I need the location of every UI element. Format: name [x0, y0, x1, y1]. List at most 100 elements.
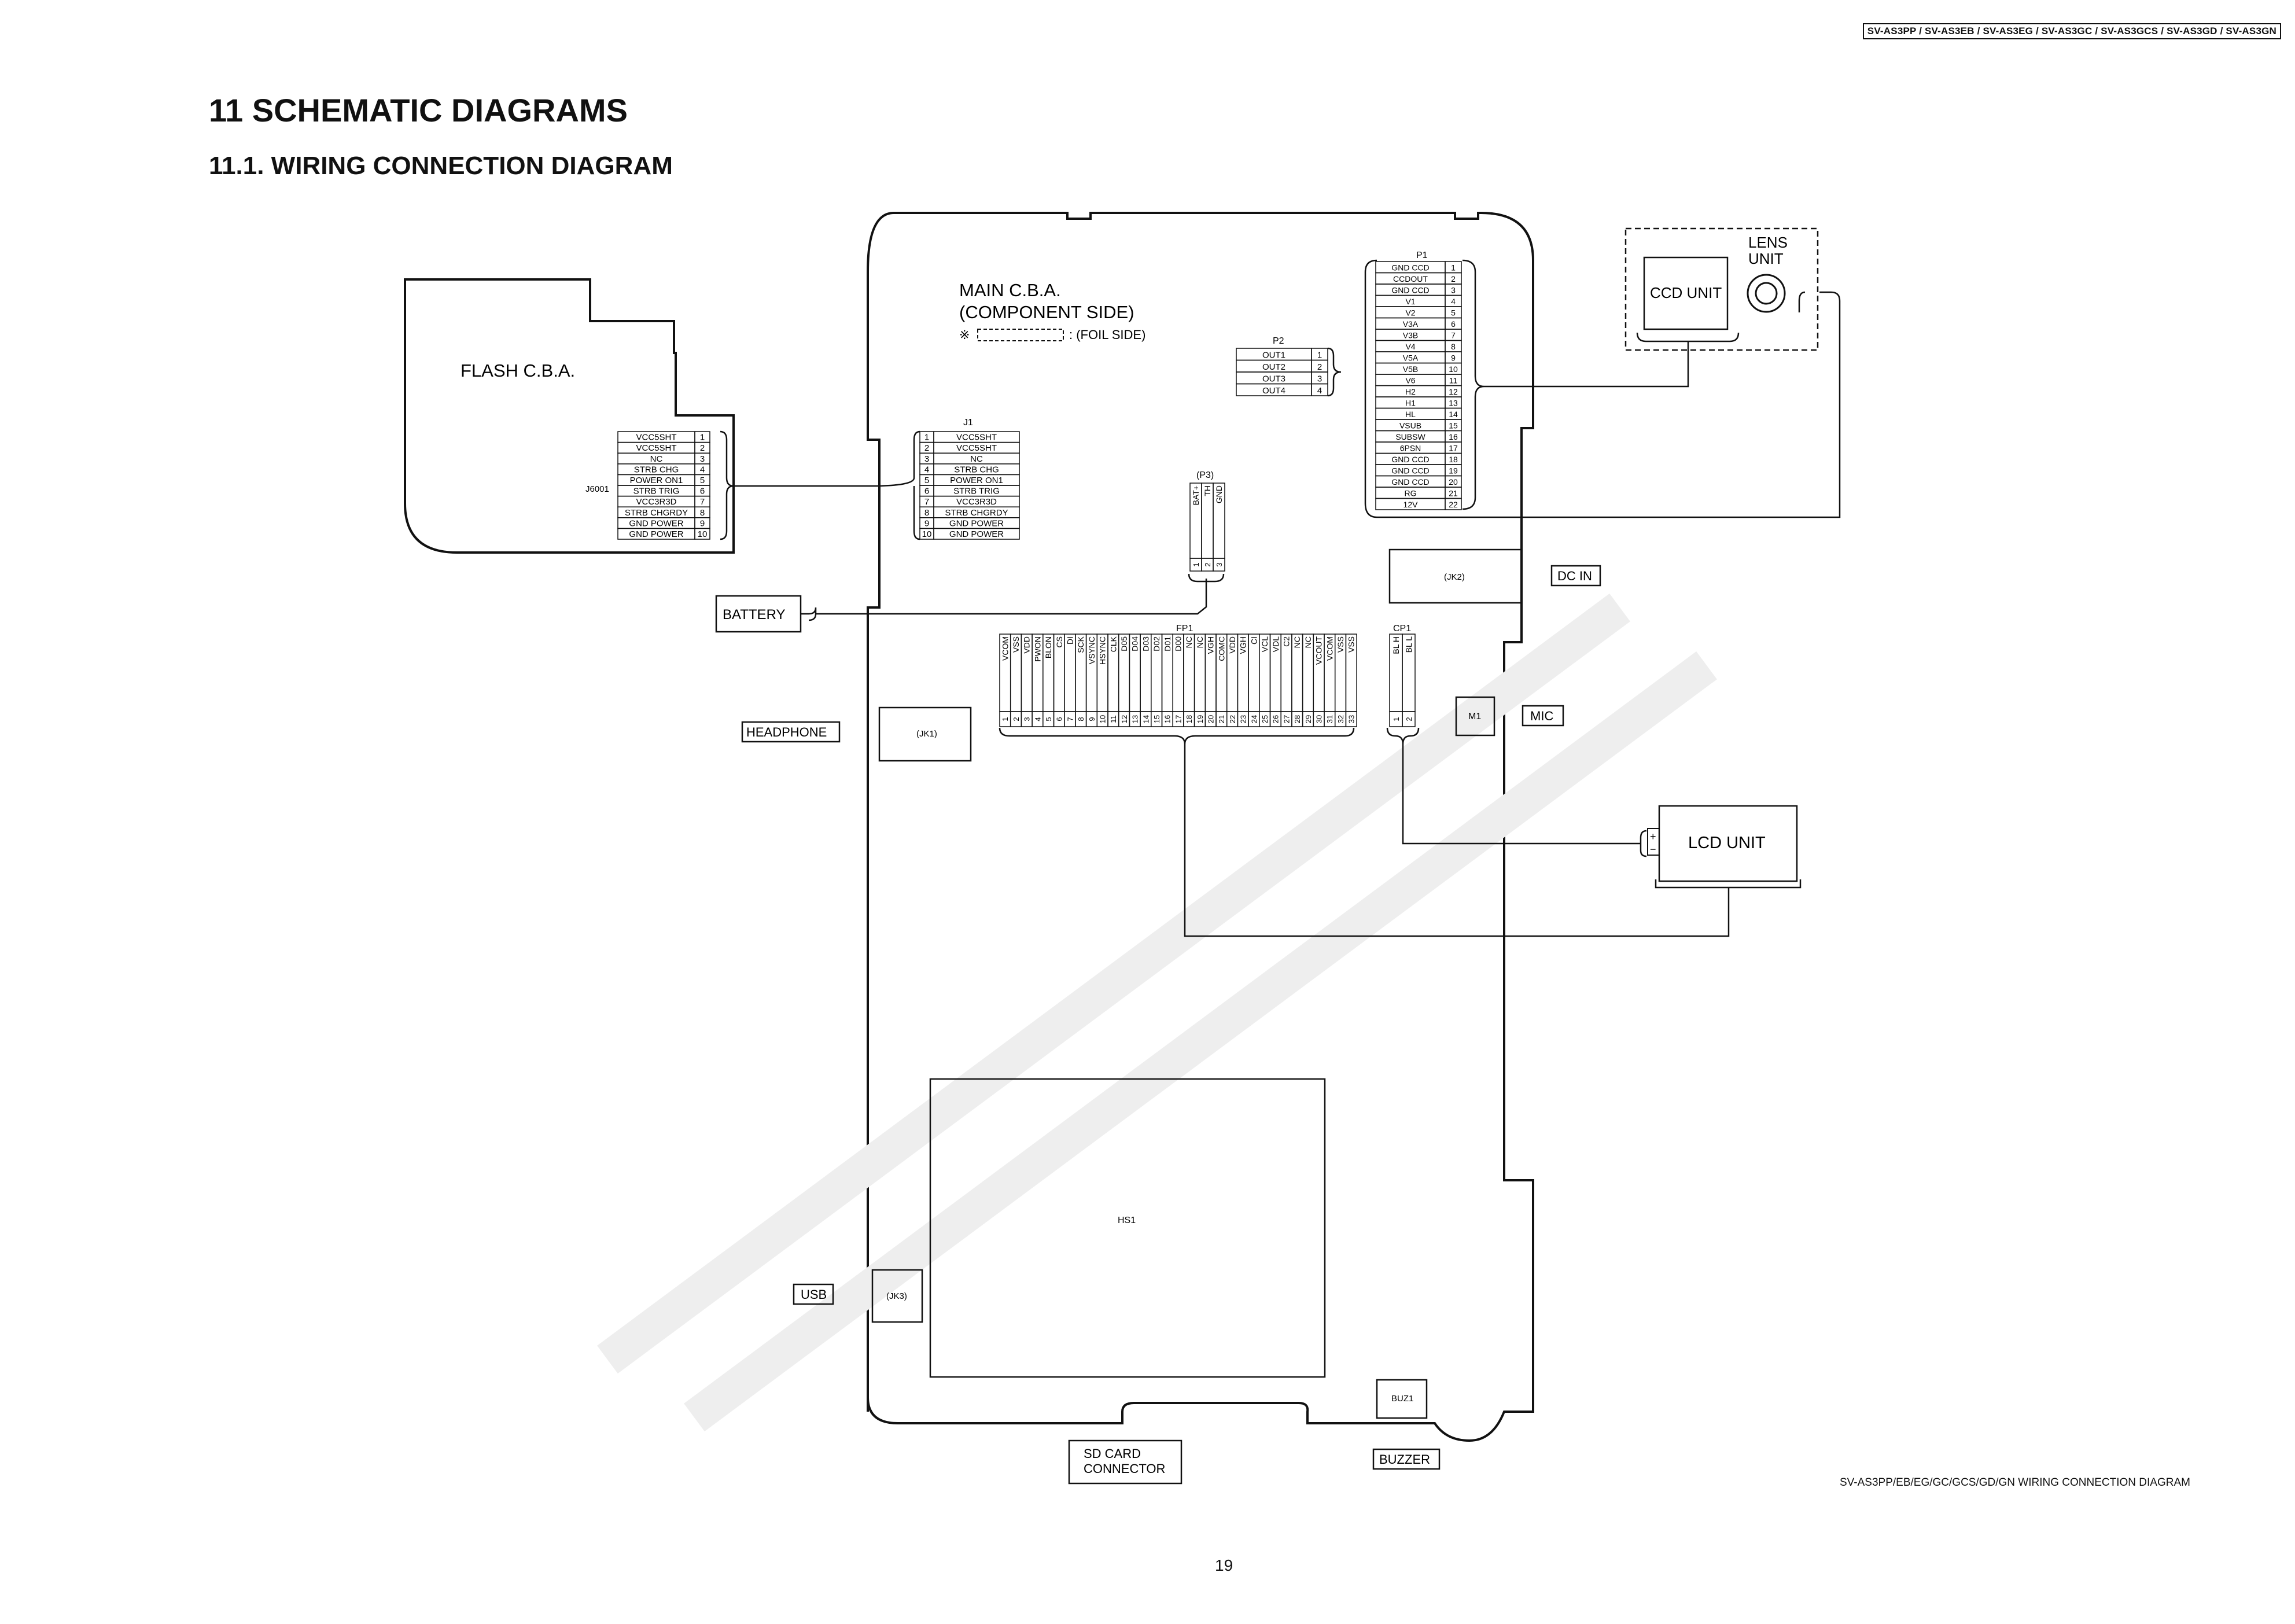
p1-pin-number: 14 — [1449, 410, 1458, 419]
j1-pin-name: POWER ON1 — [950, 476, 1003, 485]
p2-pin-name: OUT4 — [1262, 386, 1285, 396]
flash-pin-number: 3 — [700, 454, 705, 464]
flash-pin-number: 1 — [700, 433, 705, 443]
p3-pin-name: BAT+ — [1191, 485, 1200, 505]
p1-ref: P1 — [1416, 251, 1428, 260]
fp1-pin-number: 2 — [1012, 717, 1021, 721]
fp1-pin-name: COMC — [1217, 636, 1226, 661]
buz1-buzzer — [1376, 1379, 1428, 1419]
fp1-pin-name: VCL — [1260, 636, 1269, 652]
p1-pin-number: 10 — [1449, 364, 1458, 374]
p1-pin-number: 7 — [1451, 331, 1456, 340]
flash-pin-name: GND POWER — [629, 529, 683, 539]
fp1-pin-name: HSYNC — [1098, 636, 1107, 665]
fp1-pin-number: 13 — [1131, 715, 1140, 723]
p3-ref: (P3) — [1196, 470, 1214, 480]
usb-label: USB — [801, 1287, 827, 1302]
p1-pin-name: V1 — [1405, 297, 1415, 306]
cp1-pin-name: BL L — [1404, 636, 1413, 653]
jk1-label: (JK1) — [916, 729, 937, 739]
fp1-pin-name: NC — [1292, 636, 1302, 648]
fp1-pin-number: 20 — [1207, 715, 1215, 723]
p3-pin-name: TH — [1203, 485, 1212, 496]
fp1-pin-name: DI — [1065, 636, 1074, 645]
jk3-jack — [871, 1269, 923, 1323]
fp1-pin-number: 5 — [1044, 717, 1053, 721]
lens-unit-label-2: UNIT — [1748, 250, 1784, 267]
fp1-pin-number: 19 — [1196, 715, 1204, 723]
mic-label: MIC — [1530, 709, 1553, 723]
flash-pin-name: STRB CHG — [634, 465, 679, 474]
jk2-jack — [1388, 548, 1523, 604]
lcd-plus: + — [1650, 831, 1656, 842]
fp1-pin-number: 8 — [1077, 717, 1085, 721]
flash-pin-number: 10 — [698, 529, 708, 539]
wires — [720, 259, 1841, 937]
j1-pin-name: STRB TRIG — [953, 487, 1000, 496]
battery-label: BATTERY — [723, 607, 785, 623]
flash-pin-number: 6 — [700, 487, 705, 496]
fp1-pin-name: VSS — [1347, 636, 1356, 653]
p1-pin-number: 4 — [1451, 297, 1456, 306]
j1-pin-number: 4 — [924, 465, 929, 474]
j1-pin-number: 1 — [924, 433, 929, 443]
diagram-caption: SV-AS3PP/EB/EG/GC/GCS/GD/GN WIRING CONNE… — [1840, 1476, 2190, 1489]
fp1-pin-name: D04 — [1130, 636, 1140, 651]
fp1-pin-name: VCOM — [1325, 636, 1334, 661]
fp1-pin-name: VDD — [1228, 636, 1237, 654]
lens-unit-dashed-box — [1624, 227, 1819, 351]
p1-pin-number: 5 — [1451, 308, 1456, 318]
sd-card-label-1: SD CARD — [1084, 1446, 1141, 1461]
p1-pin-name: GND CCD — [1391, 466, 1429, 476]
fp1-pin-number: 7 — [1066, 717, 1074, 721]
fp1-pin-name: D01 — [1163, 636, 1172, 651]
p1-pin-number: 18 — [1449, 455, 1458, 464]
fp1-pin-name: VDD — [1022, 636, 1032, 654]
fp1-pin-name: VSYNC — [1087, 636, 1096, 664]
j1-pin-number: 2 — [924, 443, 929, 453]
j1-pin-number: 6 — [924, 487, 929, 496]
p1-pin-number: 17 — [1449, 444, 1458, 453]
fp1-pin-name: D00 — [1173, 636, 1183, 651]
fp1-pin-name: NC — [1184, 636, 1193, 648]
fp1-pin-name: NC — [1303, 636, 1313, 648]
p1-pin-name: 6PSN — [1400, 444, 1421, 453]
p1-pin-number: 15 — [1449, 421, 1458, 430]
main-board-title: MAIN C.B.A. — [959, 280, 1061, 300]
fp1-pin-name: VDL — [1271, 636, 1280, 652]
fp1-pin-number: 12 — [1120, 715, 1129, 723]
flash-pin-name: VCC3R3D — [636, 497, 676, 507]
flash-pin-number: 2 — [700, 443, 705, 453]
ccd-unit-label: CCD UNIT — [1650, 284, 1722, 301]
foil-side-symbol — [977, 329, 1064, 341]
fp1-pin-number: 3 — [1023, 717, 1032, 721]
fp1-pin-name: VGH — [1239, 636, 1248, 654]
fp1-pin-number: 17 — [1174, 715, 1183, 723]
p1-pin-name: GND CCD — [1391, 263, 1429, 272]
cp1-pin-number: 1 — [1392, 717, 1401, 721]
flash-pin-name: NC — [650, 454, 663, 464]
jk1-jack — [878, 706, 972, 762]
p2-pin-number: 3 — [1317, 374, 1322, 384]
fp1-pin-number: 15 — [1152, 715, 1161, 723]
fp1-pin-name: VCOUT — [1314, 636, 1324, 665]
sd-card-box — [1068, 1439, 1183, 1485]
fp1-pin-name: VSS — [1336, 636, 1345, 653]
j1-pin-number: 8 — [924, 508, 929, 518]
j1-ref: J1 — [963, 418, 973, 428]
p1-pin-number: 20 — [1449, 477, 1458, 487]
p1-pin-name: VSUB — [1399, 421, 1421, 430]
p1-pin-name: HL — [1405, 410, 1416, 419]
p1-pin-name: H2 — [1405, 387, 1416, 396]
buzzer-box — [1372, 1448, 1441, 1470]
fp1-pin-name: D03 — [1141, 636, 1150, 651]
fp1-pin-number: 1 — [1001, 717, 1010, 721]
j1-pin-name: VCC5SHT — [956, 433, 997, 443]
p1-pin-name: V3A — [1403, 319, 1419, 329]
flash-pin-name: GND POWER — [629, 518, 683, 528]
foil-note-mark: ※ — [959, 327, 970, 342]
p1-pin-name: GND CCD — [1391, 286, 1429, 295]
